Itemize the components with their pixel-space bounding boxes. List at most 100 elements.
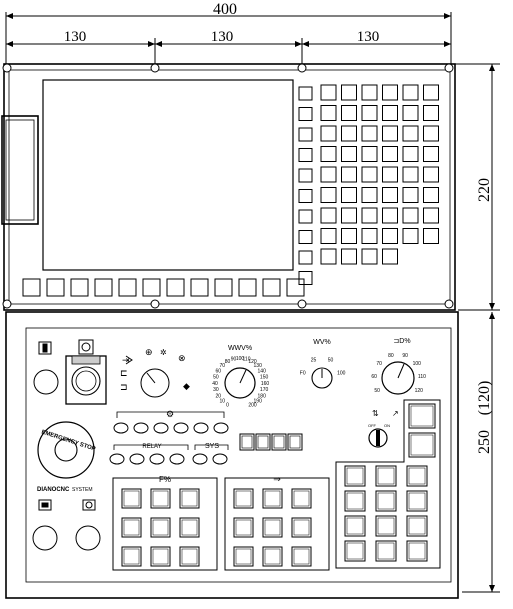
mdi-key[interactable] (320, 166, 337, 183)
softkey[interactable] (118, 278, 137, 297)
screen-side-key[interactable] (298, 86, 313, 101)
oval-button[interactable] (113, 422, 129, 434)
mdi-key[interactable] (402, 166, 419, 183)
softkey[interactable] (190, 278, 209, 297)
mdi-key[interactable] (361, 166, 378, 183)
function-key[interactable] (344, 465, 366, 487)
mdi-key[interactable] (361, 228, 378, 244)
jog-key[interactable] (179, 517, 200, 538)
jog-key[interactable] (291, 546, 312, 567)
screen-side-key[interactable] (298, 189, 313, 203)
oval-button[interactable] (149, 453, 165, 465)
oval-button[interactable] (169, 453, 185, 465)
mdi-key[interactable] (341, 187, 357, 203)
mdi-key[interactable] (361, 187, 378, 203)
function-key[interactable] (375, 540, 397, 562)
mdi-key[interactable] (341, 84, 357, 101)
jog-key[interactable] (233, 546, 254, 567)
jog-key[interactable] (291, 488, 312, 509)
feed-override-dial[interactable]: WWV% (224, 345, 256, 399)
oval-button[interactable] (109, 453, 125, 465)
softkey[interactable] (22, 278, 41, 297)
mdi-key[interactable] (320, 105, 337, 121)
mdi-key[interactable] (320, 146, 337, 162)
mdi-key[interactable] (320, 125, 337, 142)
mdi-key[interactable] (341, 166, 357, 183)
oval-button[interactable] (213, 422, 229, 434)
mdi-key[interactable] (423, 187, 439, 203)
softkey[interactable] (286, 278, 305, 297)
function-key[interactable] (375, 515, 397, 537)
mdi-key[interactable] (382, 166, 398, 183)
mode-selector-knob[interactable]: ⇥ ⊕ ✲ ⊗ ⊏ ⊐ ◆ (120, 347, 190, 398)
softkey[interactable] (46, 278, 65, 297)
mdi-key[interactable] (341, 228, 357, 244)
mdi-key[interactable] (341, 146, 357, 162)
function-key[interactable] (406, 540, 428, 562)
mdi-key[interactable] (402, 207, 419, 224)
jog-key[interactable] (262, 546, 283, 567)
function-key[interactable] (408, 432, 436, 458)
jog-key[interactable] (179, 546, 200, 567)
jog-key[interactable] (121, 546, 142, 567)
softkey[interactable] (142, 278, 161, 297)
mdi-key[interactable] (341, 248, 357, 265)
start-button[interactable] (33, 369, 59, 395)
mdi-key[interactable] (423, 84, 439, 101)
spindle-override-dial[interactable]: ⊐D% (381, 338, 415, 395)
mdi-key[interactable] (382, 105, 398, 121)
softkey[interactable] (238, 278, 257, 297)
function-key[interactable] (375, 465, 397, 487)
mdi-key[interactable] (320, 248, 337, 265)
jog-key[interactable] (179, 488, 200, 509)
mdi-key[interactable] (361, 105, 378, 121)
cycle-start-button[interactable] (32, 525, 58, 551)
jog-key[interactable] (150, 488, 171, 509)
mdi-key[interactable] (423, 228, 439, 244)
mdi-key[interactable] (320, 84, 337, 101)
softkey[interactable] (214, 278, 233, 297)
jog-key[interactable] (262, 488, 283, 509)
jog-key[interactable] (233, 517, 254, 538)
mdi-key[interactable] (320, 228, 337, 244)
screen-side-key[interactable] (298, 209, 313, 224)
function-key[interactable] (406, 515, 428, 537)
mdi-key[interactable] (382, 248, 398, 265)
screen-side-key[interactable] (298, 127, 313, 142)
mdi-key[interactable] (382, 187, 398, 203)
mdi-key[interactable] (341, 207, 357, 224)
mdi-key[interactable] (361, 125, 378, 142)
mdi-key[interactable] (341, 125, 357, 142)
softkey[interactable] (166, 278, 185, 297)
mdi-key[interactable] (320, 187, 337, 203)
jog-key[interactable] (262, 517, 283, 538)
mdi-key[interactable] (402, 125, 419, 142)
oval-button[interactable] (153, 422, 169, 434)
mdi-key[interactable] (402, 146, 419, 162)
screen-side-key[interactable] (298, 250, 313, 265)
oval-button[interactable] (212, 453, 228, 465)
rapid-override-dial[interactable]: WV% (311, 339, 333, 389)
mdi-key[interactable] (423, 146, 439, 162)
oval-button[interactable] (193, 422, 209, 434)
feed-hold-button[interactable] (75, 525, 101, 551)
jog-key[interactable] (233, 488, 254, 509)
screen-side-key[interactable] (298, 271, 313, 285)
mdi-key[interactable] (382, 125, 398, 142)
function-key[interactable] (344, 515, 366, 537)
oval-button[interactable] (133, 422, 149, 434)
emergency-stop-button[interactable] (37, 421, 95, 479)
screen-side-key[interactable] (298, 148, 313, 162)
mdi-key[interactable] (423, 125, 439, 142)
screen-side-key[interactable] (298, 168, 313, 183)
mdi-key[interactable] (361, 248, 378, 265)
softkey[interactable] (94, 278, 113, 297)
mdi-key[interactable] (423, 207, 439, 224)
hand-wheel[interactable] (65, 355, 107, 405)
function-key[interactable] (344, 490, 366, 512)
mdi-key[interactable] (361, 84, 378, 101)
oval-button[interactable] (173, 422, 189, 434)
screen-side-key[interactable] (298, 230, 313, 244)
oval-button[interactable] (192, 453, 208, 465)
mdi-key[interactable] (423, 166, 439, 183)
